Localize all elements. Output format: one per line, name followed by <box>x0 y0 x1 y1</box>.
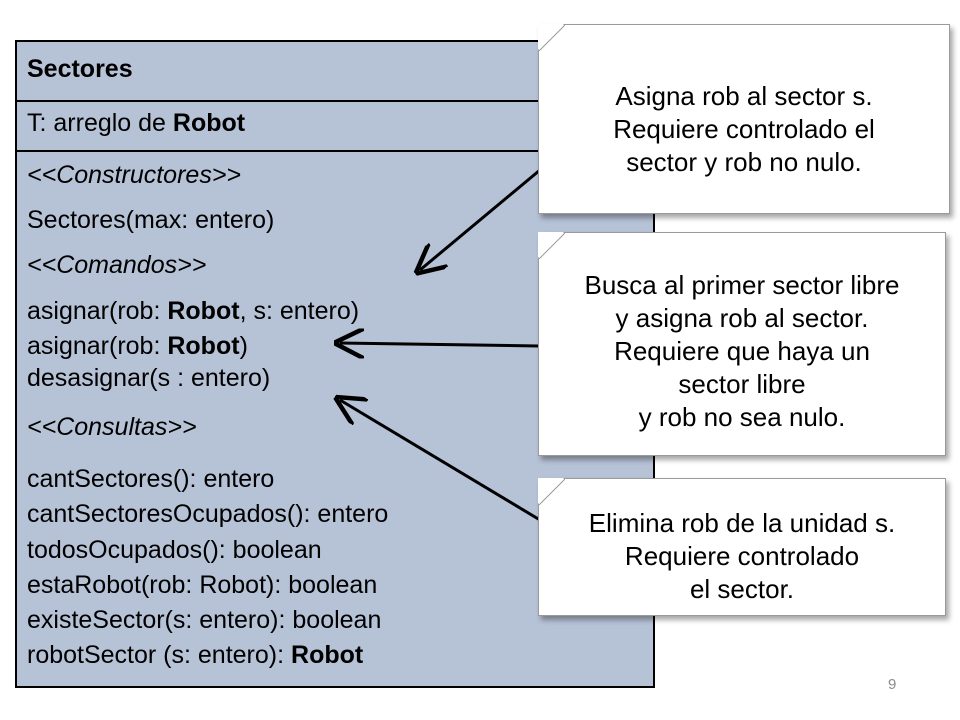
query-line-3: todosOcupados(): boolean <box>27 536 322 564</box>
attribute-line: T: arreglo de Robot <box>27 108 245 138</box>
command-2-rest: ) <box>239 332 248 360</box>
note-1-text: Asigna rob al sector s. Requiere control… <box>539 80 949 179</box>
command-1-rest: , s: entero) <box>239 297 360 325</box>
command-1-type: Robot <box>167 297 240 325</box>
note-desasignar: Elimina rob de la unidad s. Requiere con… <box>538 478 946 616</box>
note-2-text: Busca al primer sector libre y asigna ro… <box>539 269 945 434</box>
note-2-line-2: y asigna rob al sector. <box>615 303 869 333</box>
note-fold-corner <box>538 232 564 258</box>
note-3-text: Elimina rob de la unidad s. Requiere con… <box>539 507 945 606</box>
command-line-1: asignar(rob: Robot, s: entero) <box>27 296 359 326</box>
note-fold-line <box>539 233 565 259</box>
query-6-type: Robot <box>291 641 364 669</box>
note-asignar-libre: Busca al primer sector libre y asigna ro… <box>538 232 946 456</box>
query-line-1: cantSectores(): entero <box>27 465 275 493</box>
note-1-line-3: sector y rob no nulo. <box>626 147 862 177</box>
note-2-line-1: Busca al primer sector libre <box>584 270 900 300</box>
note-1-line-2: Requiere controlado el <box>613 114 875 144</box>
note-fold-corner <box>538 478 564 504</box>
command-2-type: Robot <box>167 332 240 360</box>
note-fold-line <box>539 479 565 505</box>
arrow-note-2 <box>340 343 539 346</box>
command-2-text: asignar(rob: <box>27 332 168 360</box>
note-asignar-sector: Asigna rob al sector s. Requiere control… <box>538 24 950 214</box>
constructor-line: Sectores(max: entero) <box>27 206 275 234</box>
note-1-line-1: Asigna rob al sector s. <box>615 81 873 111</box>
query-line-5: existeSector(s: entero): boolean <box>27 606 382 634</box>
query-6-text: robotSector (s: entero): <box>27 641 292 669</box>
page-number: 9 <box>888 676 897 693</box>
command-line-2: asignar(rob: Robot) <box>27 331 248 361</box>
attribute-type: Robot <box>172 109 246 137</box>
attributes-section: T: arreglo de Robot <box>17 100 653 152</box>
query-line-6: robotSector (s: entero): Robot <box>27 640 363 670</box>
class-name-section: Sectores <box>17 42 653 102</box>
note-2-line-5: y rob no sea nulo. <box>638 402 846 432</box>
note-2-line-3: Requiere que haya un <box>614 336 870 366</box>
stereotype-queries: <<Consultas>> <box>27 413 197 441</box>
command-3-text: desasignar(s : entero) <box>27 364 271 392</box>
arrow-note-1 <box>420 168 541 270</box>
note-3-line-2: Requiere controlado <box>624 541 860 571</box>
arrow-note-3 <box>340 400 541 522</box>
stereotype-constructors: <<Constructores>> <box>27 161 242 189</box>
note-2-line-4: sector libre <box>678 369 806 399</box>
command-1-text: asignar(rob: <box>27 297 168 325</box>
note-3-line-3: el sector. <box>689 574 795 604</box>
note-3-line-1: Elimina rob de la unidad s. <box>588 508 896 538</box>
command-line-3: desasignar(s : entero) <box>27 363 270 393</box>
stereotype-commands: <<Comandos>> <box>27 251 207 279</box>
note-fold-line <box>539 25 565 51</box>
query-line-2: cantSectoresOcupados(): entero <box>27 500 389 528</box>
methods-section: <<Constructores>> Sectores(max: entero) … <box>17 150 653 686</box>
note-fold-corner <box>538 24 564 50</box>
class-name: Sectores <box>27 55 133 83</box>
query-line-4: estaRobot(rob: Robot): boolean <box>27 571 378 599</box>
attribute-prefix: T: arreglo de <box>27 109 173 137</box>
